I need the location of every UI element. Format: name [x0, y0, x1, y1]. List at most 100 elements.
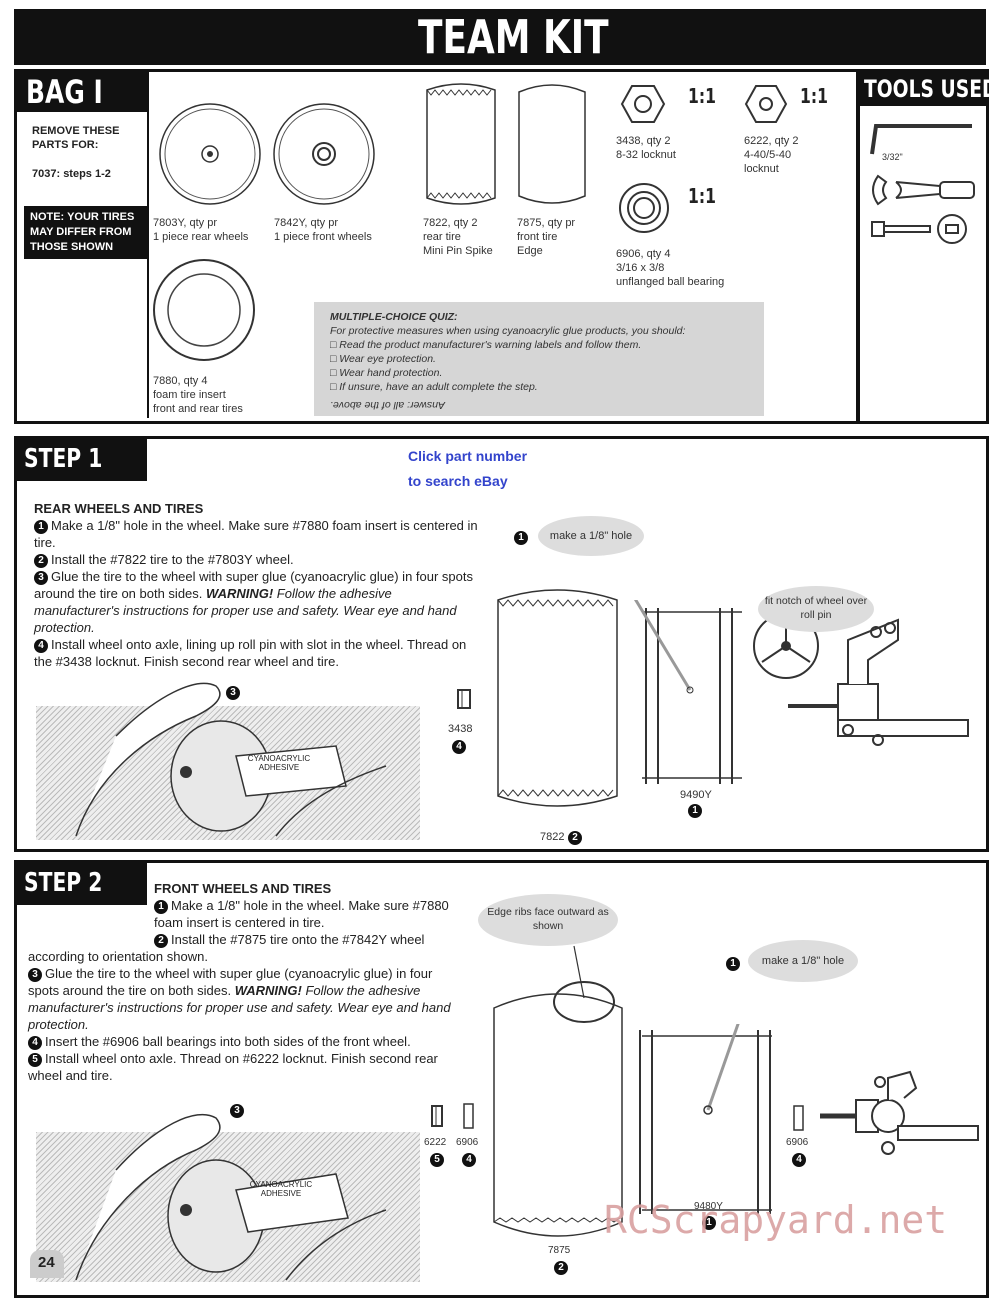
- page-number: 24: [38, 1254, 55, 1271]
- ebay-link-line1[interactable]: Click part number: [408, 448, 528, 464]
- wheel-7842-drawing: [273, 103, 375, 205]
- watermark: RCScrapyard.net: [604, 1198, 948, 1242]
- bag-title: BAG I: [26, 73, 103, 111]
- step1-tire-drawing: [497, 589, 618, 807]
- bag-title-block: [17, 72, 147, 112]
- step2-marker-5: 5: [430, 1151, 447, 1169]
- tire-7875-drawing: [518, 84, 586, 204]
- step1-title-rule: [17, 479, 147, 481]
- step2-marker-3: 3: [230, 1102, 247, 1120]
- bearing-6906-icon: [463, 1103, 474, 1129]
- bag-side-column: [147, 72, 149, 418]
- step1-marker-4: 4: [452, 738, 469, 756]
- step2-hole-marker: 1: [726, 955, 743, 973]
- tools-panel: [857, 69, 989, 424]
- step1-axle-drawing: [753, 613, 969, 746]
- quiz-question: For protective measures when using cyano…: [330, 325, 686, 337]
- scale-3438: 1:1: [688, 84, 716, 108]
- tools-title: TOOLS USED: [864, 75, 998, 103]
- quiz-box: [314, 302, 764, 416]
- step2-wheel-marker: 1: [702, 1214, 719, 1232]
- bearing-6906-axle-icon: [793, 1105, 804, 1131]
- scale-6906: 1:1: [688, 184, 716, 208]
- page-title: TEAM KIT: [418, 10, 609, 64]
- step2-heading: FRONT WHEELS AND TIRES: [154, 881, 332, 896]
- step2-hole-callout: make a 1/8" hole: [748, 940, 858, 982]
- quiz-option: □ Wear eye protection.: [330, 353, 436, 365]
- foam-insert-drawing: [153, 259, 255, 361]
- quiz-option: □ Wear hand protection.: [330, 367, 443, 379]
- step2-lbl-9480[interactable]: 9480Y: [694, 1201, 723, 1212]
- header-bar: [14, 9, 986, 65]
- hex-wrench-size: 3/32": [882, 152, 903, 162]
- step2-tire-drawing: [493, 945, 623, 1237]
- step2-lbl-6222[interactable]: 6222: [424, 1137, 447, 1148]
- quiz-answer: Answer: all of the above.: [330, 399, 445, 411]
- bearing-6906-drawing: [619, 183, 669, 233]
- ebay-link-line2[interactable]: to search eBay: [408, 473, 508, 489]
- step2-hands-drawing: [75, 1113, 387, 1281]
- quiz-title: MULTIPLE-CHOICE QUIZ:: [330, 311, 458, 323]
- tire-7822-drawing: [426, 83, 496, 205]
- remove-label: REMOVE THESE PARTS FOR:: [32, 125, 120, 151]
- step2-axle-marker: 4: [792, 1151, 809, 1169]
- ebay-link[interactable]: Click part number to search eBay: [408, 444, 527, 494]
- step1-lbl-9490[interactable]: 9490Y: [680, 789, 712, 801]
- remove-steps: 7037: steps 1-2: [32, 168, 111, 180]
- step2-title-rule: [17, 903, 147, 905]
- tire-note: NOTE: YOUR TIRES MAY DIFFER FROM THOSE S…: [24, 206, 148, 259]
- quiz-content: MULTIPLE-CHOICE QUIZ: For protective mea…: [330, 310, 750, 412]
- page-number-badge: [30, 1250, 64, 1278]
- wheel-7803-drawing: [159, 103, 261, 205]
- locknut-6222-drawing: [744, 85, 788, 123]
- step1-hole-callout: make a 1/8" hole: [538, 516, 644, 556]
- tools-title-block: [860, 72, 986, 106]
- step2-edge-callout: Edge ribs face outward as shown: [478, 894, 618, 946]
- step2-title-block: [17, 863, 147, 903]
- quiz-option: □ Read the product manufacturer's warnin…: [330, 339, 642, 351]
- step1-hands-drawing: [75, 682, 387, 837]
- step1-lbl-3438[interactable]: 3438: [448, 723, 473, 735]
- step1-hole-marker: 1: [514, 529, 531, 547]
- step2-lbl-6906b[interactable]: 6906: [786, 1137, 809, 1148]
- locknut-6222-icon: [431, 1105, 443, 1127]
- step1-lbl-7822[interactable]: 7822: [540, 831, 565, 843]
- locknut-3438-icon: [457, 689, 471, 709]
- step2-lbl-6906[interactable]: 6906: [456, 1137, 479, 1148]
- step1-glue-label: CYANOACRYLIC ADHESIVE: [247, 754, 311, 772]
- step1-wheel-marker: 1: [688, 802, 705, 820]
- step2-tire-marker: 2: [554, 1259, 571, 1277]
- step1-wheel-drawing: [634, 600, 742, 784]
- step1-heading: REAR WHEELS AND TIRES: [34, 501, 204, 516]
- step2-lbl-7875[interactable]: 7875: [548, 1245, 571, 1256]
- locknut-3438-drawing: [620, 85, 666, 123]
- step1-tire-marker: 2: [568, 829, 585, 847]
- nut-driver-wrench-icon: [871, 174, 975, 244]
- step1-title: STEP 1: [24, 444, 103, 474]
- step1-notch-callout: fit notch of wheel over roll pin: [758, 586, 874, 632]
- step1-title-block: [17, 439, 147, 479]
- step2-axle-drawing: [820, 1070, 979, 1155]
- quiz-option: □ If unsure, have an adult complete the …: [330, 381, 538, 393]
- step2-wheel-drawing: [639, 1024, 772, 1214]
- step2-glue-label: CYANOACRYLIC ADHESIVE: [249, 1180, 313, 1198]
